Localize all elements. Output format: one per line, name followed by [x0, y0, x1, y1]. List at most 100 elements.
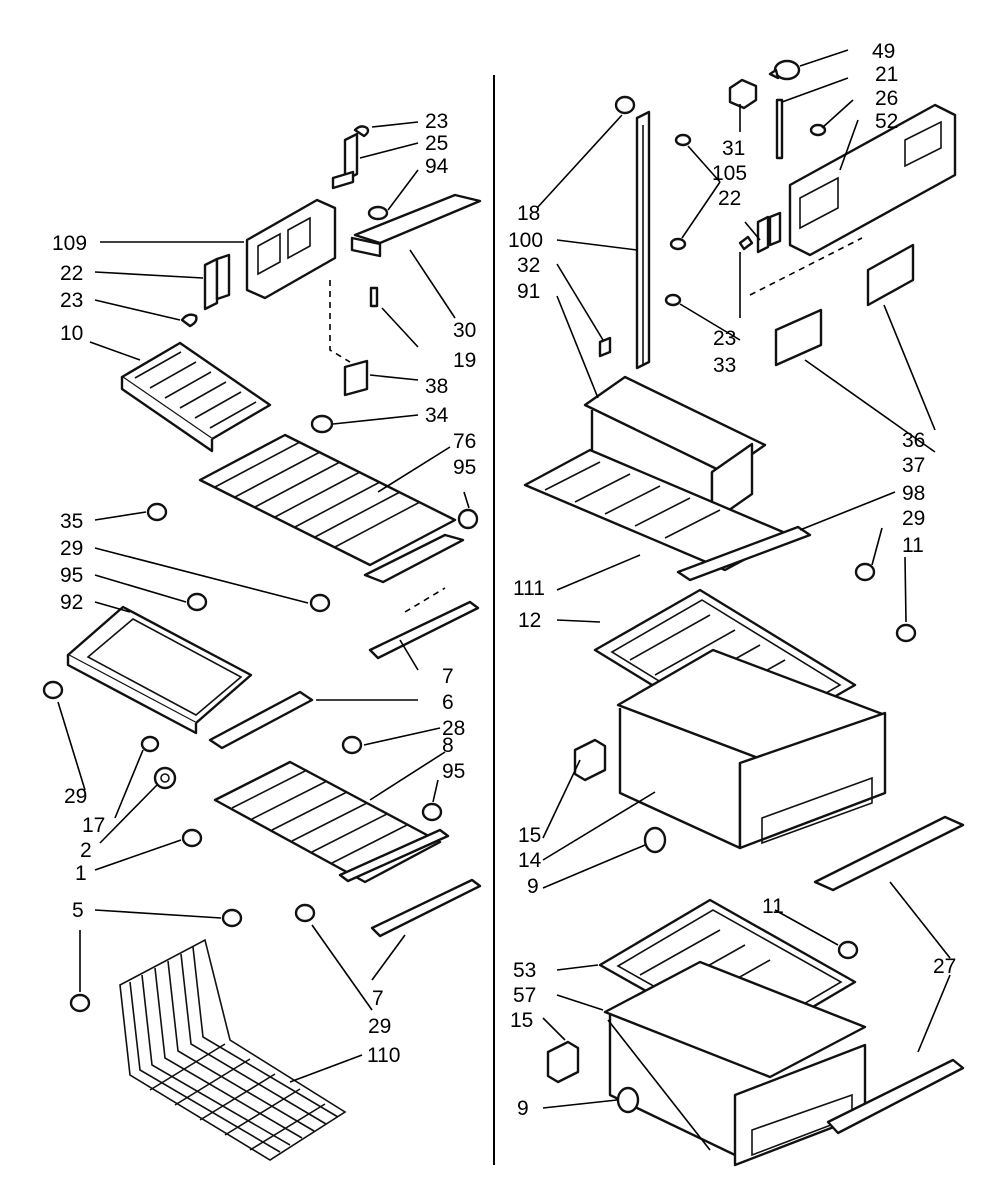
label-94: 94	[425, 155, 449, 178]
part-30-ice-bin-rail	[350, 193, 482, 258]
part-18-cap	[614, 95, 636, 115]
label-6: 6	[442, 691, 454, 714]
label-30: 30	[453, 319, 476, 342]
label-32: 32	[517, 254, 540, 277]
part-33-screw	[664, 293, 682, 307]
label-95-b: 95	[60, 564, 83, 587]
label-9-lower: 9	[517, 1097, 529, 1120]
label-98: 98	[902, 482, 925, 505]
label-37: 37	[902, 454, 925, 477]
part-38-plate	[343, 359, 369, 397]
part-32-clip	[598, 336, 612, 358]
part-35-knob	[146, 502, 168, 522]
part-29-clip-c	[294, 903, 316, 923]
part-5-knob-lower	[69, 993, 91, 1013]
label-7-upper: 7	[442, 665, 454, 688]
part-25-bracket	[331, 132, 359, 190]
part-37-panel	[774, 308, 823, 367]
label-52: 52	[875, 110, 898, 133]
label-22-left: 22	[60, 262, 83, 285]
part-15-hinge-upper	[573, 738, 607, 782]
label-110: 110	[367, 1044, 400, 1067]
part-2-wheel	[153, 766, 177, 790]
label-33: 33	[713, 354, 736, 377]
leader-lines	[57, 49, 951, 1151]
label-22-right: 22	[718, 187, 741, 210]
part-34-knob	[310, 414, 334, 434]
part-36-panel	[866, 243, 915, 307]
part-7-rail-upper	[368, 600, 480, 660]
label-23-top: 23	[425, 110, 448, 133]
part-98-rail	[676, 525, 812, 582]
part-29-clip-a	[309, 593, 331, 613]
part-19-screw	[369, 286, 379, 308]
part-76-wire-shelf	[198, 433, 457, 567]
part-31-knob	[728, 78, 758, 110]
part-23-clip-right	[738, 235, 754, 251]
part-100-rail	[635, 110, 651, 370]
label-12: 12	[518, 609, 541, 632]
part-29-clip-d	[854, 562, 876, 582]
label-34: 34	[425, 404, 449, 427]
label-28: 28	[442, 717, 465, 740]
part-95-clip-b	[186, 592, 208, 612]
label-100: 100	[508, 229, 543, 252]
part-6-rail	[208, 690, 314, 750]
label-19: 19	[453, 349, 476, 372]
part-94-knob	[367, 205, 389, 221]
label-5: 5	[72, 899, 84, 922]
label-29-c: 29	[368, 1015, 391, 1038]
part-17-cap	[140, 735, 160, 753]
label-91: 91	[517, 280, 540, 303]
label-38: 38	[425, 375, 448, 398]
label-26: 26	[875, 87, 898, 110]
part-9-clip-lower	[616, 1086, 640, 1114]
label-7-lower: 7	[372, 987, 384, 1010]
label-8: 8	[442, 734, 454, 757]
part-1-knob	[181, 828, 203, 848]
part-27-rail-upper	[813, 815, 965, 892]
label-1: 1	[75, 862, 87, 885]
part-23-clip-top	[353, 125, 370, 138]
part-52-housing	[788, 103, 957, 257]
part-109-ice-frame	[245, 198, 337, 300]
label-95-c: 95	[442, 760, 465, 783]
label-57: 57	[513, 984, 536, 1007]
part-27-rail-lower	[826, 1058, 965, 1135]
label-15-upper: 15	[518, 824, 541, 847]
part-29-clip-b	[42, 680, 64, 700]
part-23-clip-left	[180, 313, 198, 328]
part-10-ice-tray	[120, 341, 272, 453]
part-8-wire-shelf	[213, 760, 442, 884]
label-23-right: 23	[713, 327, 736, 350]
part-7-dash	[404, 587, 446, 613]
label-9-upper: 9	[527, 875, 539, 898]
label-95-a: 95	[453, 456, 476, 479]
part-92-tray	[66, 605, 253, 735]
part-22-bracket-left	[203, 253, 231, 311]
part-7-rail-lower	[370, 878, 482, 938]
part-95-clip-c	[421, 802, 443, 822]
part-105-screw-a	[674, 133, 692, 147]
label-109: 109	[52, 232, 87, 255]
part-14-crisper-drawer	[616, 648, 887, 850]
part-26-screw	[809, 123, 827, 137]
label-35: 35	[60, 510, 83, 533]
label-92: 92	[60, 591, 83, 614]
label-53: 53	[513, 959, 536, 982]
part-5-knob	[221, 908, 243, 928]
callout-labels: 23 25 94 109 22 23 30 19 10 38 34 76 95 …	[52, 40, 956, 1120]
part-8-front-rail	[338, 828, 450, 883]
label-29-a: 29	[60, 537, 83, 560]
label-76: 76	[453, 430, 476, 453]
label-21: 21	[875, 63, 898, 86]
part-28-knob	[341, 735, 363, 755]
label-15-lower: 15	[510, 1009, 533, 1032]
label-18: 18	[517, 202, 540, 225]
label-17: 17	[82, 814, 105, 837]
part-11-clip-b	[837, 940, 859, 960]
label-14: 14	[518, 849, 542, 872]
part-76-front-rail	[363, 533, 465, 584]
